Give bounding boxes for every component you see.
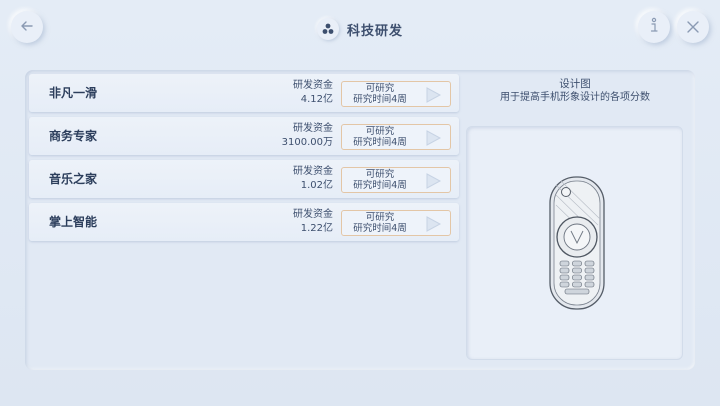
- project-row[interactable]: 掌上智能 研发资金 1.22亿 可研究 研究时间4周: [29, 203, 459, 241]
- project-fund: 研发资金 1.02亿: [277, 165, 333, 193]
- play-icon: [426, 216, 442, 232]
- research-status: 可研究: [365, 169, 395, 180]
- play-icon: [426, 87, 442, 103]
- research-info: 可研究 研究时间4周: [342, 169, 418, 191]
- project-row[interactable]: 非凡一滑 研发资金 4.12亿 可研究 研究时间4周: [29, 74, 459, 112]
- page-title: 科技研发: [346, 23, 403, 39]
- tech-research-icon: [316, 18, 339, 40]
- research-panel: 非凡一滑 研发资金 4.12亿 可研究 研究时间4周 商务专家 研发资金 310…: [25, 70, 695, 370]
- project-name: 商务专家: [49, 129, 98, 143]
- research-duration: 研究时间4周: [353, 94, 407, 105]
- project-row[interactable]: 音乐之家 研发资金 1.02亿 可研究 研究时间4周: [29, 160, 459, 198]
- fund-value: 1.22亿: [300, 223, 333, 234]
- close-button[interactable]: [677, 11, 709, 43]
- research-duration: 研究时间4周: [353, 223, 407, 234]
- design-section: 设计图 用于提高手机形象设计的各项分数: [466, 74, 684, 364]
- design-subtitle: 用于提高手机形象设计的各项分数: [500, 92, 650, 103]
- fund-value: 3100.00万: [281, 137, 333, 148]
- fund-label: 研发资金: [293, 80, 333, 91]
- project-fund: 研发资金 3100.00万: [277, 122, 333, 150]
- research-info: 可研究 研究时间4周: [342, 212, 418, 234]
- info-button[interactable]: [638, 11, 670, 43]
- research-duration: 研究时间4周: [353, 180, 407, 191]
- back-arrow-icon: [20, 18, 34, 37]
- project-name: 非凡一滑: [49, 86, 98, 100]
- project-name: 音乐之家: [49, 172, 98, 186]
- design-preview-card: [466, 126, 683, 360]
- research-button[interactable]: 可研究 研究时间4周: [341, 81, 451, 107]
- design-title: 设计图: [559, 78, 591, 90]
- close-icon: [687, 18, 699, 37]
- research-button[interactable]: 可研究 研究时间4周: [341, 167, 451, 193]
- research-status: 可研究: [365, 83, 395, 94]
- info-icon: [648, 17, 660, 37]
- phone-sketch-image: [549, 176, 605, 310]
- header: 科技研发: [0, 16, 720, 42]
- project-fund: 研发资金 1.22亿: [277, 208, 333, 236]
- back-button[interactable]: [11, 11, 43, 43]
- fund-label: 研发资金: [293, 166, 333, 177]
- research-info: 可研究 研究时间4周: [342, 83, 418, 105]
- research-duration: 研究时间4周: [353, 137, 407, 148]
- fund-label: 研发资金: [293, 209, 333, 220]
- project-row[interactable]: 商务专家 研发资金 3100.00万 可研究 研究时间4周: [29, 117, 459, 155]
- project-list: 非凡一滑 研发资金 4.12亿 可研究 研究时间4周 商务专家 研发资金 310…: [29, 74, 459, 246]
- play-icon: [426, 173, 442, 189]
- play-icon: [426, 130, 442, 146]
- fund-value: 1.02亿: [300, 180, 333, 191]
- project-name: 掌上智能: [49, 215, 98, 229]
- research-info: 可研究 研究时间4周: [342, 126, 418, 148]
- fund-value: 4.12亿: [300, 94, 333, 105]
- project-fund: 研发资金 4.12亿: [277, 79, 333, 107]
- research-button[interactable]: 可研究 研究时间4周: [341, 124, 451, 150]
- research-status: 可研究: [365, 212, 395, 223]
- fund-label: 研发资金: [293, 123, 333, 134]
- research-status: 可研究: [365, 126, 395, 137]
- research-button[interactable]: 可研究 研究时间4周: [341, 210, 451, 236]
